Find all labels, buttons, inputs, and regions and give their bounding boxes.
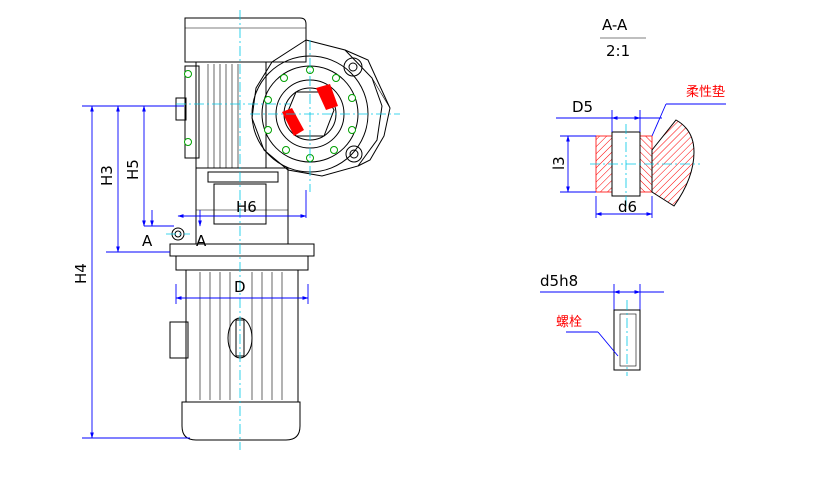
section-scale: 2:1	[606, 42, 630, 60]
section-dimensions	[556, 103, 726, 218]
bolt-detail: d5h8 螺栓	[540, 272, 664, 376]
label-a-left: A	[142, 232, 153, 250]
flange-bolt-holes	[264, 66, 356, 162]
top-motor-housing	[184, 17, 307, 63]
dimension-lines	[82, 105, 309, 439]
section-title: A-A	[602, 16, 628, 34]
flexible-pad-section	[590, 119, 700, 210]
mounting-neck	[169, 167, 315, 257]
dimension-labels: H4 H3 H5 H6 D A A	[72, 159, 257, 296]
output-flange	[251, 39, 391, 177]
label-bolt: 螺栓	[556, 315, 582, 330]
drive-keys	[282, 84, 338, 136]
label-h6: H6	[236, 198, 257, 216]
section-a-a: A-A 2:1 柔性垫 D	[550, 16, 726, 218]
label-d5: D5	[572, 98, 593, 116]
label-d: D	[234, 278, 246, 296]
label-h5: H5	[124, 159, 142, 180]
label-l3: l3	[550, 156, 568, 170]
label-d6: d6	[618, 198, 637, 216]
label-h3: H3	[98, 165, 116, 186]
actuator-main-view: H4 H3 H5 H6 D A A	[72, 10, 400, 450]
centerlines	[166, 10, 400, 450]
label-flexible-pad: 柔性垫	[686, 84, 725, 100]
label-h4: H4	[72, 263, 90, 284]
label-a-right: A	[196, 232, 207, 250]
bottom-motor	[169, 255, 309, 441]
label-d5h8: d5h8	[540, 272, 578, 290]
